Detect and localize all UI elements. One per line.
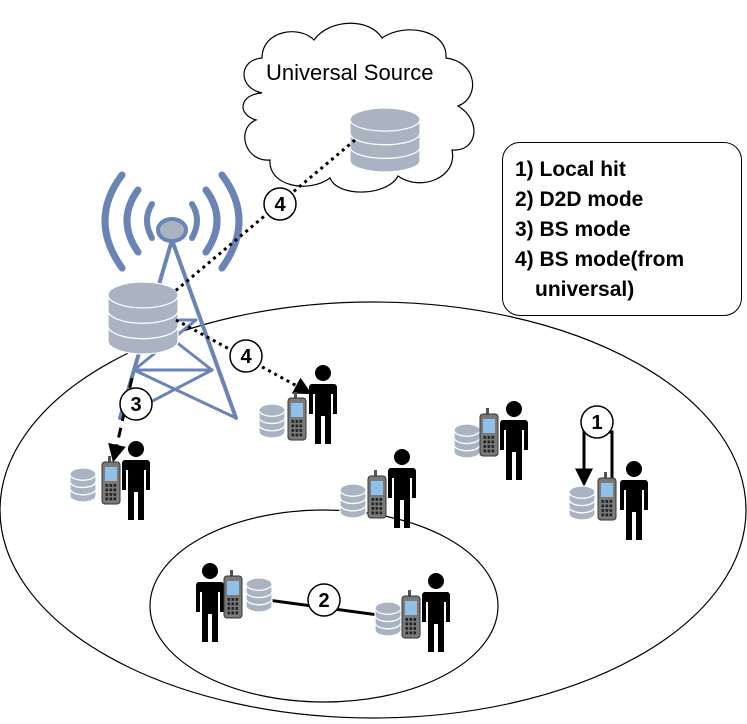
phone-icon	[223, 570, 243, 619]
legend-item-bs-mode: 3) BS mode	[515, 218, 631, 241]
database-icon	[107, 281, 179, 355]
legend-item-d2d-mode: 2) D2D mode	[515, 188, 644, 211]
legend-item-local-hit: 1) Local hit	[515, 158, 626, 181]
phone-icon	[101, 456, 121, 505]
user-group-center-right	[453, 401, 528, 480]
database-icon	[258, 403, 286, 439]
legend-item-bs-universal-cont: universal)	[535, 278, 635, 301]
legend-box: 1) Local hit 2) D2D mode 3) BS mode 4) B…	[502, 142, 742, 316]
database-icon	[245, 577, 273, 613]
user-group-d2d-source	[196, 563, 273, 642]
database-icon	[453, 423, 481, 459]
person-icon	[309, 365, 337, 444]
user-group-center	[339, 449, 416, 528]
database-icon	[568, 485, 596, 521]
tower-beacon	[156, 217, 188, 243]
user-group-bs-down	[69, 441, 150, 520]
phone-icon	[287, 392, 307, 441]
phone-icon	[597, 472, 617, 521]
person-icon	[122, 441, 150, 520]
step-circle-d2d: 2	[307, 583, 341, 617]
cloud-label: Universal Source	[266, 60, 434, 85]
person-icon	[196, 563, 224, 642]
database-icon	[69, 467, 97, 503]
user-group-d2d-target	[374, 573, 450, 652]
local-hit-loop	[575, 430, 614, 487]
step-circle-cloud: 4	[263, 187, 297, 221]
person-icon	[422, 573, 450, 652]
person-icon	[388, 449, 416, 528]
svg-text:2: 2	[318, 590, 329, 612]
person-icon	[500, 401, 528, 480]
phone-icon	[401, 590, 421, 639]
database-icon	[339, 483, 367, 519]
step-circle-bs-down: 3	[119, 387, 153, 421]
cell-coverage-ellipse	[0, 301, 747, 719]
svg-text:3: 3	[130, 394, 141, 416]
d2d-cluster-ellipse	[149, 509, 499, 703]
user-group-local-hit	[568, 461, 648, 540]
user-group-bs-target	[258, 365, 337, 444]
phone-icon	[479, 408, 499, 457]
bs-down-link	[108, 377, 134, 463]
base-station-cache	[107, 281, 179, 355]
universal-source-server	[349, 107, 421, 173]
svg-text:4: 4	[240, 346, 252, 368]
legend-item-bs-universal: 4) BS mode(from	[515, 248, 685, 271]
step-circle-local-hit: 1	[580, 405, 614, 439]
database-icon	[349, 107, 421, 173]
cloud-to-bs-link	[173, 138, 356, 294]
database-icon	[374, 601, 402, 637]
phone-icon	[367, 470, 387, 519]
svg-text:1: 1	[591, 412, 602, 434]
svg-text:4: 4	[274, 194, 286, 216]
person-icon	[620, 461, 648, 540]
step-circle-bs-user: 4	[229, 339, 263, 373]
